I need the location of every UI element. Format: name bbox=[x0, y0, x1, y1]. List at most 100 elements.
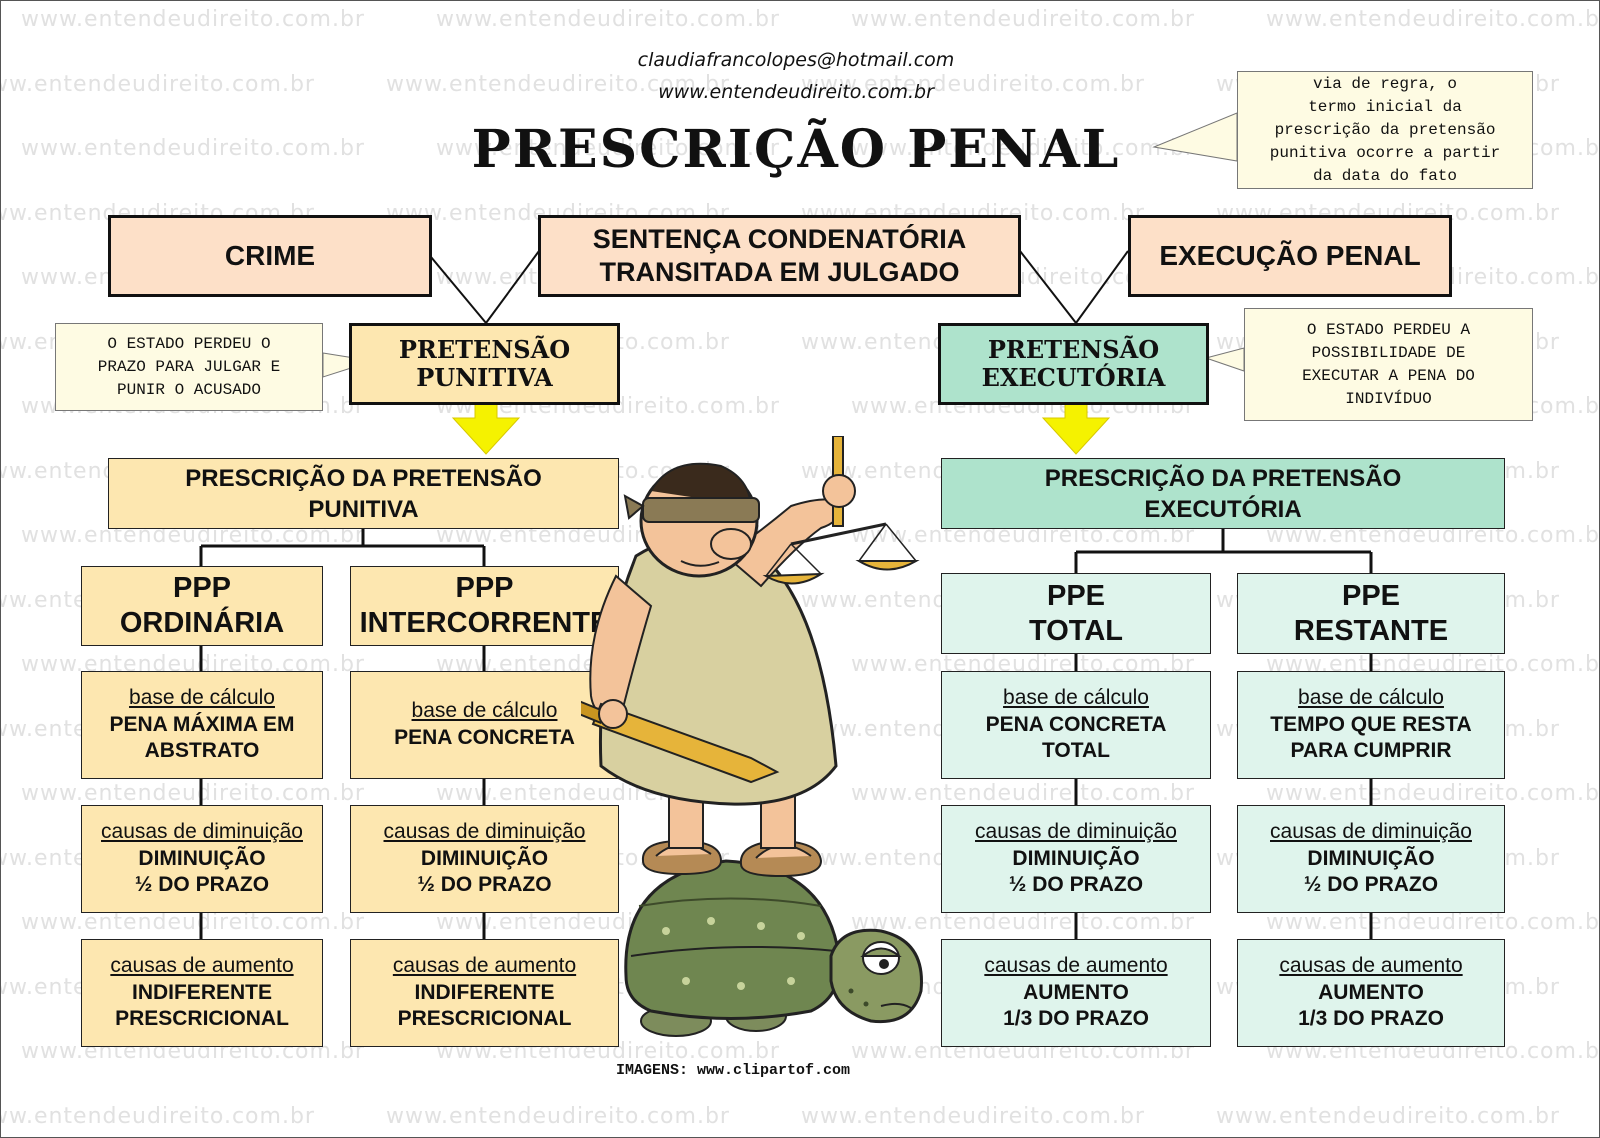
callout-termo-line: termo inicial da bbox=[1308, 97, 1462, 116]
base-value: ABSTRATO bbox=[144, 739, 260, 762]
aumento-value: PRESCRICIONAL bbox=[115, 1007, 289, 1030]
heading-pretensao-executoria: PRESCRIÇÃO DA PRETENSÃO EXECUTÓRIA bbox=[941, 458, 1505, 529]
crime-label: CRIME bbox=[224, 240, 316, 271]
aumento-value: INDIFERENTE bbox=[414, 981, 555, 1004]
column-title-line: TOTAL bbox=[1029, 614, 1123, 647]
diminuicao-label: causas de diminuição bbox=[1270, 820, 1472, 843]
aumento-label: causas de aumento bbox=[392, 954, 577, 977]
heading-pretensao-punitiva: PRESCRIÇÃO DA PRETENSÃO PUNITIVA bbox=[108, 458, 619, 529]
watermark-text: www.entendeudireito.com.br bbox=[851, 7, 1195, 32]
pretensao-executoria-box: PRETENSÃO EXECUTÓRIA bbox=[938, 323, 1209, 405]
column-title-line: PPE bbox=[1341, 579, 1401, 612]
watermark-text: www.entendeudireito.com.br bbox=[1216, 1103, 1560, 1129]
callout-julgar-line: O ESTADO PERDEU O bbox=[107, 334, 271, 353]
column-title-line: RESTANTE bbox=[1293, 614, 1449, 647]
watermark-text: www.entendeudireito.com.br bbox=[851, 136, 1195, 161]
pretensao-punitiva-line-1: PRETENSÃO bbox=[398, 335, 571, 364]
callout-executar-text: O ESTADO PERDEU A POSSIBILIDADE DE EXECUTA… bbox=[1302, 319, 1475, 411]
callout-executar-line: EXECUTAR A PENA DO bbox=[1302, 366, 1475, 385]
heading-punitiva-line-1: PRESCRIÇÃO DA PRETENSÃO bbox=[185, 464, 542, 492]
diminuicao-value: ½ DO PRAZO bbox=[417, 873, 552, 896]
column-title-line: INTERCORRENTE bbox=[359, 607, 610, 639]
aumento-value: 1/3 DO PRAZO bbox=[1298, 1007, 1444, 1030]
callout-executar-line: INDIVÍDUO bbox=[1345, 389, 1432, 408]
justice-on-turtle-illustration bbox=[581, 436, 923, 1037]
watermark-text: www.entendeudireito.com.br bbox=[0, 1103, 315, 1129]
sentenca-line-1: SENTENÇA CONDENATÓRIA bbox=[592, 224, 967, 254]
callout-estado-executar: O ESTADO PERDEU A POSSIBILIDADE DE EXECUTA… bbox=[1244, 308, 1533, 421]
image-credit: IMAGENS: www.clipartof.com bbox=[616, 1062, 851, 1079]
callout-julgar-line: PUNIR O ACUSADO bbox=[116, 380, 262, 399]
diminuicao-value: ½ DO PRAZO bbox=[134, 873, 270, 896]
pretensao-punitiva-box: PRETENSÃO PUNITIVA bbox=[349, 323, 620, 405]
watermark-text: www.entendeudireito.com.br bbox=[436, 136, 780, 161]
pretensao-executoria-line-2: EXECUTÓRIA bbox=[981, 363, 1166, 392]
base-value: TOTAL bbox=[1041, 739, 1111, 762]
base-label: base de cálculo bbox=[129, 686, 275, 709]
watermark-text: www.entendeudireito.com.br bbox=[0, 71, 315, 97]
diminuicao-label: causas de diminuição bbox=[975, 820, 1177, 843]
heading-executoria-line-2: EXECUTÓRIA bbox=[1144, 495, 1302, 523]
watermark-text: www.entendeudireito.com.br bbox=[21, 910, 365, 935]
column-title-line: ORDINÁRIA bbox=[119, 607, 285, 639]
watermark-text: www.entendeudireito.com.br bbox=[851, 910, 1195, 935]
base-label: base de cálculo bbox=[1003, 686, 1149, 709]
callout-executar-line: O ESTADO PERDEU A bbox=[1306, 320, 1471, 339]
base-label: base de cálculo bbox=[1298, 686, 1444, 709]
watermark-text: www.entendeudireito.com.br bbox=[801, 1103, 1145, 1129]
watermark-text: www.entendeudireito.com.br bbox=[1266, 7, 1600, 32]
pretensao-punitiva-line-2: PUNITIVA bbox=[416, 363, 553, 392]
watermark-text: www.entendeudireito.com.br bbox=[851, 781, 1195, 806]
aumento-label: causas de aumento bbox=[110, 954, 294, 977]
base-label: base de cálculo bbox=[411, 699, 558, 722]
column-title-line: PPP bbox=[455, 572, 514, 604]
page-title: PRESCRIÇÃO PENAL bbox=[471, 119, 1121, 180]
aumento-label: causas de aumento bbox=[984, 954, 1168, 977]
diminuicao-value: DIMINUIÇÃO bbox=[138, 847, 266, 870]
base-value: PARA CUMPRIR bbox=[1290, 739, 1452, 762]
watermark-text: www.entendeudireito.com.br bbox=[1266, 910, 1600, 935]
callout-termo-line: prescrição da pretensão bbox=[1274, 120, 1496, 139]
aumento-label: causas de aumento bbox=[1279, 954, 1463, 977]
author-email: claudiafrancolopes@hotmail.com bbox=[637, 49, 955, 71]
pretensao-executoria-line-1: PRETENSÃO bbox=[987, 335, 1160, 364]
diminuicao-label: causas de diminuição bbox=[101, 820, 303, 843]
callout-executar-line: POSSIBILIDADE DE bbox=[1311, 343, 1466, 362]
aumento-value: INDIFERENTE bbox=[131, 981, 272, 1004]
diminuicao-value: DIMINUIÇÃO bbox=[1307, 847, 1435, 870]
watermark-text: www.entendeudireito.com.br bbox=[386, 71, 730, 97]
column-title-line: PPE bbox=[1046, 579, 1106, 612]
sentenca-line-2: TRANSITADA EM JULGADO bbox=[599, 257, 960, 287]
base-value: TEMPO QUE RESTA bbox=[1270, 713, 1472, 736]
author-site: www.entendeudireito.com.br bbox=[658, 81, 934, 103]
watermark-text: www.entendeudireito.com.br bbox=[1266, 781, 1600, 806]
crime-box: CRIME bbox=[108, 215, 432, 297]
watermark-text: www.entendeudireito.com.br bbox=[21, 781, 365, 806]
callout-termo-line: da data do fato bbox=[1312, 166, 1458, 185]
watermark-text: www.entendeudireito.com.br bbox=[436, 7, 780, 32]
execucao-box: EXECUÇÃO PENAL bbox=[1128, 215, 1452, 297]
heading-executoria-line-1: PRESCRIÇÃO DA PRETENSÃO bbox=[1044, 464, 1402, 492]
diminuicao-value: DIMINUIÇÃO bbox=[1012, 847, 1140, 870]
base-value: PENA CONCRETA bbox=[985, 713, 1167, 736]
heading-punitiva-line-2: PUNITIVA bbox=[308, 495, 419, 523]
aumento-value: 1/3 DO PRAZO bbox=[1003, 1007, 1149, 1030]
base-value: PENA MÁXIMA EM bbox=[109, 713, 295, 736]
execucao-label: EXECUÇÃO PENAL bbox=[1159, 240, 1421, 271]
